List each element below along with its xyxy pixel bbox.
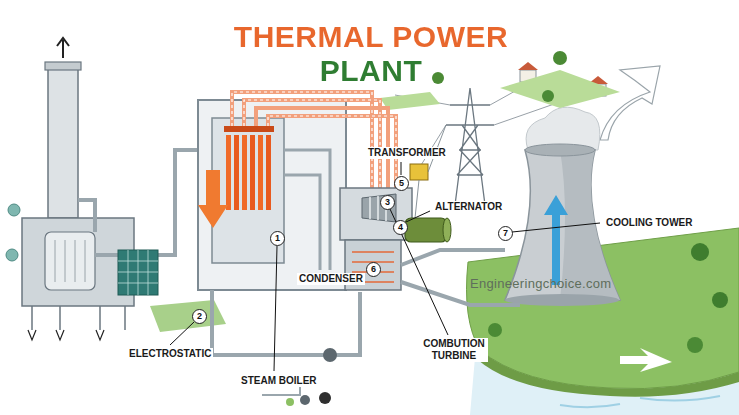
flue-duct (78, 150, 198, 255)
part-label: ALTERNATOR (433, 201, 504, 213)
tree (691, 243, 709, 261)
steam-pipes (232, 92, 396, 190)
callout-number: 6 (371, 265, 376, 274)
callout-circle: 4 (393, 220, 408, 235)
precipitator-tank (45, 232, 95, 290)
air-arrow (544, 195, 568, 285)
transformer-box (410, 164, 428, 180)
steam-arrow (600, 66, 660, 140)
callout-circle: 3 (380, 195, 395, 210)
callout-circle: 5 (394, 176, 409, 191)
part-label: COMBUTION TURBINE (420, 338, 488, 362)
callout-number: 5 (399, 179, 404, 188)
boiler-house (198, 100, 346, 290)
chimney (45, 38, 81, 218)
ripple (560, 404, 620, 407)
drain-arrow (28, 330, 104, 340)
callout-number: 7 (503, 229, 508, 238)
leader-lines (170, 162, 600, 371)
fan (6, 249, 18, 261)
turbine-house (340, 188, 412, 240)
part-label: TRANSFORMER (366, 147, 448, 159)
callout-circle: 7 (498, 226, 513, 241)
callout-number: 4 (398, 223, 403, 232)
fan (8, 204, 20, 216)
callout-circle: 6 (366, 262, 381, 277)
steam-flow (244, 100, 380, 190)
boiler-tube (234, 135, 239, 210)
steam-pipe (244, 100, 380, 190)
island (467, 228, 739, 389)
callout-circle: 2 (192, 309, 207, 324)
part-label: ELECTROSTATIC (127, 348, 213, 360)
tree (488, 323, 502, 337)
electrostatic-precipitator (6, 150, 226, 340)
leader-line (170, 322, 194, 345)
grid-panel (118, 250, 158, 295)
flow-arrow (620, 348, 672, 372)
boiler-tube (266, 135, 271, 210)
furnace (212, 118, 284, 263)
panel-grid (118, 250, 158, 295)
house-roof (518, 62, 538, 70)
callout-number: 1 (275, 234, 280, 243)
leader-line (406, 211, 430, 222)
leader-line (512, 223, 600, 232)
steam-drum (224, 126, 274, 132)
heat-arrow (198, 170, 228, 228)
transmission-tower (446, 88, 494, 205)
callout-number: 3 (385, 198, 390, 207)
watermark: Engineeringchoice.com (468, 276, 613, 291)
water-pipe (284, 150, 330, 270)
ripple (640, 396, 720, 401)
boiler-tube (258, 135, 263, 210)
precipitator-plates (55, 240, 85, 282)
tower-rim (525, 144, 595, 156)
drain-pipe (32, 306, 125, 330)
feed-pump (323, 348, 337, 362)
alternator-body (405, 218, 447, 242)
callout-circle: 1 (270, 231, 285, 246)
part-label: CONDENSER (297, 273, 365, 285)
leader-line (401, 162, 402, 175)
chimney-stack (48, 68, 78, 218)
tree (687, 337, 703, 353)
part-label: STEAM BOILER (239, 375, 319, 387)
leader-line (390, 209, 448, 335)
alternator-end (443, 218, 451, 242)
part-label: COOLING TOWER (604, 217, 694, 229)
valve (286, 398, 294, 406)
grass-patch (500, 70, 620, 108)
title: THERMAL POWER PLANT (226, 20, 516, 88)
pump (319, 392, 331, 404)
steam-boiler (198, 100, 360, 362)
tree (712, 292, 728, 308)
smoke-arrow (57, 38, 69, 58)
feed-pipe (212, 290, 360, 355)
tower-base (505, 294, 619, 306)
precipitator-house (22, 218, 134, 306)
boiler-tube (250, 135, 255, 210)
turbine-rotor (362, 194, 396, 222)
island-edge (478, 350, 739, 397)
tree (542, 90, 554, 102)
pump (300, 395, 310, 405)
boiler-tube (242, 135, 247, 210)
callout-number: 2 (197, 312, 202, 321)
boiler-tube (226, 135, 231, 210)
leader-line (274, 246, 277, 371)
tree (553, 51, 567, 65)
chimney-top (45, 62, 81, 70)
